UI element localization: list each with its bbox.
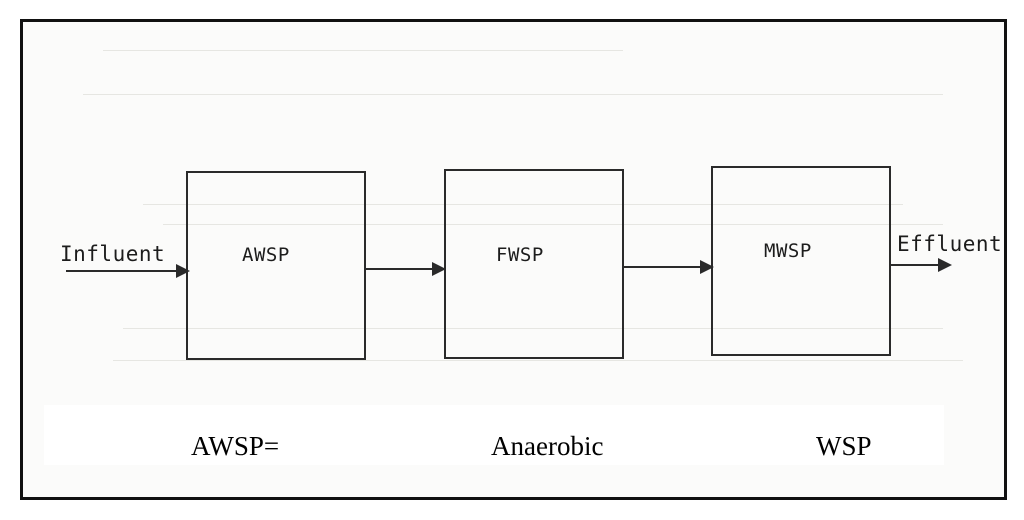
mwsp-block-label: MWSP bbox=[764, 240, 812, 262]
mwsp-block bbox=[711, 166, 891, 356]
connector-arrow-line bbox=[624, 266, 704, 268]
scan-artifact bbox=[143, 204, 903, 205]
fwsp-block-label: FWSP bbox=[496, 244, 544, 266]
effluent-label: Effluent bbox=[897, 232, 1003, 256]
influent-arrow-line bbox=[66, 270, 178, 272]
scan-artifact bbox=[123, 328, 943, 329]
connector-arrow-line bbox=[366, 268, 436, 270]
connector-arrow-head bbox=[700, 260, 714, 274]
connector-arrow-head bbox=[432, 262, 446, 276]
effluent-arrow-line bbox=[891, 264, 941, 266]
scan-artifact bbox=[163, 224, 943, 225]
scan-artifact bbox=[83, 94, 943, 95]
legend-part-2: Anaerobic bbox=[491, 431, 604, 461]
legend-part-1: AWSP= bbox=[191, 431, 280, 461]
influent-label: Influent bbox=[60, 242, 166, 266]
legend-part-3: WSP bbox=[816, 431, 872, 461]
effluent-arrow-head bbox=[938, 258, 952, 272]
awsp-block bbox=[186, 171, 366, 360]
scan-artifact bbox=[113, 360, 963, 361]
scan-artifact bbox=[103, 50, 623, 51]
legend-band: AWSP= Anaerobic WSP bbox=[44, 405, 944, 465]
fwsp-block bbox=[444, 169, 624, 359]
awsp-block-label: AWSP bbox=[242, 244, 290, 266]
